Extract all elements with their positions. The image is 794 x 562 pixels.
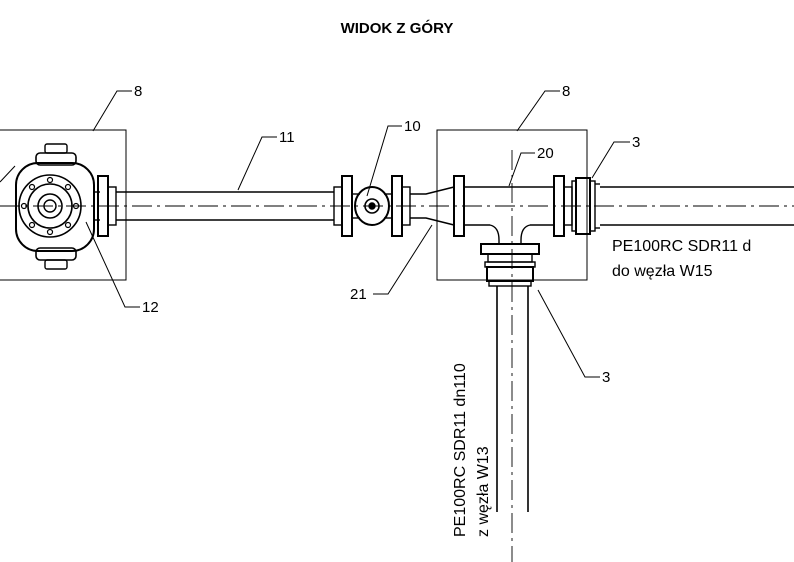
note-right-line2: do węzła W15 bbox=[612, 263, 713, 280]
drawing-title: WIDOK Z GÓRY bbox=[340, 20, 454, 37]
callout-12: 12 bbox=[142, 299, 159, 316]
callout-21: 21 bbox=[350, 286, 367, 303]
pipe-pe-right bbox=[600, 186, 794, 226]
chamber-left bbox=[0, 129, 127, 281]
branch-flange-bottom bbox=[480, 243, 540, 287]
note-bottom-line1: PE100RC SDR11 dn110 bbox=[452, 363, 469, 537]
leader-lines bbox=[0, 90, 630, 378]
callout-3-bottom: 3 bbox=[602, 369, 610, 386]
note-right-line1: PE100RC SDR11 d bbox=[612, 238, 751, 255]
meter-device bbox=[15, 143, 100, 270]
bolt-circle bbox=[20, 176, 80, 236]
pipe-11 bbox=[116, 191, 334, 221]
tee-20 bbox=[453, 175, 573, 244]
callout-10: 10 bbox=[404, 118, 421, 135]
callout-11: 11 bbox=[279, 129, 295, 146]
reducer-21 bbox=[410, 186, 455, 226]
callout-8-left: 8 bbox=[134, 83, 142, 100]
callout-3-top: 3 bbox=[632, 134, 640, 151]
callout-20: 20 bbox=[537, 145, 554, 162]
callout-8-right: 8 bbox=[562, 83, 570, 100]
note-bottom-line2: z węzła W13 bbox=[475, 446, 492, 537]
pipe-pe-bottom bbox=[496, 286, 529, 512]
